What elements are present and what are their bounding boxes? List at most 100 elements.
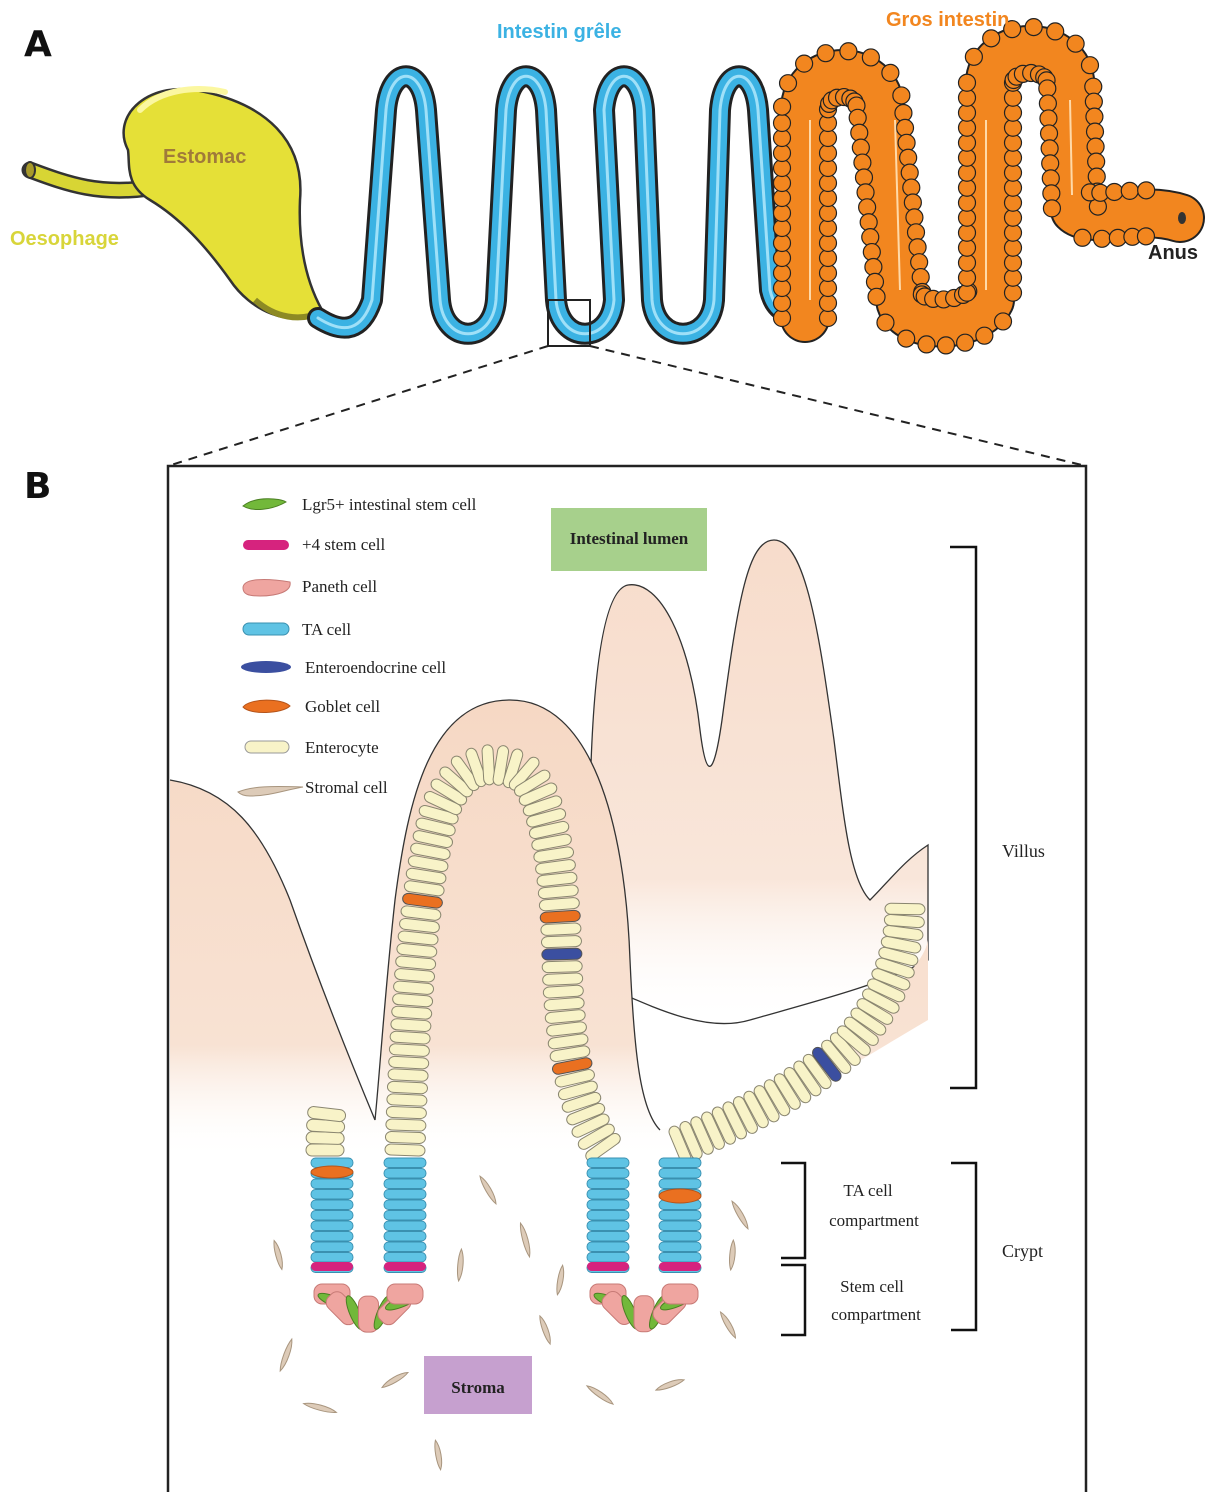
haustrum: [1121, 182, 1138, 199]
ta-cell: [659, 1211, 701, 1221]
stromal-cell: [381, 1370, 410, 1390]
haustrum: [897, 119, 914, 136]
haustrum: [1025, 19, 1042, 36]
legend-item-paneth: Paneth cell: [243, 577, 377, 596]
enterocyte: [542, 961, 582, 973]
haustrum: [851, 124, 868, 141]
paneth-cell: [662, 1284, 698, 1304]
stromal-cell: [478, 1175, 499, 1205]
enterocyte: [306, 1144, 344, 1156]
ta-cell: [311, 1253, 353, 1263]
ta-cell: [659, 1242, 701, 1252]
enterocyte: [391, 1018, 432, 1032]
legend-label-plus4: +4 stem cell: [302, 535, 386, 554]
ta-cell: [384, 1190, 426, 1200]
haustrum: [866, 273, 883, 290]
legend-label-stromal: Stromal cell: [305, 778, 388, 797]
haustrum: [983, 30, 1000, 47]
haustrum: [854, 154, 871, 171]
legend-item-stromal: Stromal cell: [238, 778, 388, 797]
label-estomac: Estomac: [163, 146, 246, 168]
ta-cell: [659, 1158, 701, 1168]
ta-cell: [587, 1232, 629, 1242]
haustrum: [862, 229, 879, 246]
ta-cell: [311, 1211, 353, 1221]
stromal-cell: [538, 1315, 553, 1345]
enterocyte: [386, 1119, 426, 1132]
haustrum: [774, 115, 791, 132]
haustrum: [1106, 183, 1123, 200]
legend-item-plus4: +4 stem cell: [243, 535, 386, 554]
small-intestine-illustration: [318, 76, 805, 334]
background-villi: [590, 540, 928, 1024]
zoom-line-left: [168, 346, 548, 466]
enterocyte: [392, 993, 433, 1007]
enteroendocrine-cell-icon: [241, 661, 291, 673]
ta-cell: [384, 1221, 426, 1231]
stroma-label: Stroma: [451, 1378, 505, 1397]
legend-label-lgr5: Lgr5+ intestinal stem cell: [302, 495, 477, 514]
stromal-cell: [303, 1401, 337, 1415]
enterocyte: [541, 935, 581, 947]
ta-cell: [659, 1253, 701, 1263]
stem-compartment-label-line1: Stem cell: [840, 1277, 904, 1296]
legend-item-goblet: Goblet cell: [243, 697, 380, 716]
enterocyte: [542, 973, 582, 986]
haustrum: [859, 199, 876, 216]
haustrum: [957, 334, 974, 351]
ta-cell: [587, 1211, 629, 1221]
haustrum: [877, 314, 894, 331]
ta-cell: [587, 1190, 629, 1200]
enterocyte: [385, 1131, 425, 1143]
haustrum: [863, 244, 880, 261]
stromal-cell: [586, 1383, 615, 1406]
ta-cell: [659, 1221, 701, 1231]
legend-item-enterocyte: Enterocyte: [245, 738, 379, 757]
goblet-cell-icon: [243, 700, 290, 712]
ta-cell: [659, 1232, 701, 1242]
ta-cell: [659, 1179, 701, 1189]
stromal-cell: [730, 1200, 751, 1230]
ta-cell: [587, 1179, 629, 1189]
enterocyte: [387, 1094, 427, 1107]
stomach-illustration: [124, 89, 322, 318]
haustrum: [1093, 230, 1110, 247]
haustrum: [865, 258, 882, 275]
enterocyte: [884, 914, 925, 928]
lgr5-cell-icon: [243, 499, 286, 510]
haustrum: [918, 336, 935, 353]
haustrum: [855, 169, 872, 186]
crypt-cells: [311, 1158, 701, 1332]
legend-label-goblet: Goblet cell: [305, 697, 380, 716]
ta-cell: [384, 1211, 426, 1221]
enterocyte: [390, 1031, 431, 1044]
ta-cell-icon: [243, 623, 289, 635]
ta-cell: [384, 1158, 426, 1168]
haustrum: [898, 330, 915, 347]
ta-cell: [587, 1158, 629, 1168]
ta-cell: [384, 1200, 426, 1210]
haustrum: [959, 74, 976, 91]
haustrum: [796, 55, 813, 72]
ta-cell: [384, 1242, 426, 1252]
goblet-cell: [540, 910, 581, 923]
lumen-label: Intestinal lumen: [570, 529, 689, 548]
haustrum: [908, 224, 925, 241]
enterocyte: [388, 1056, 429, 1069]
ta-compartment-label-line1: TA cell: [843, 1181, 892, 1200]
plus4-stem-cell: [384, 1262, 426, 1271]
ta-cell: [384, 1169, 426, 1179]
ta-compartment-bracket: [781, 1163, 805, 1258]
enterocyte: [306, 1132, 344, 1145]
haustrum: [1047, 23, 1064, 40]
haustrum: [780, 75, 797, 92]
ta-cell: [384, 1253, 426, 1263]
ta-cell: [587, 1242, 629, 1252]
haustrum: [893, 87, 910, 104]
label-anus: Anus: [1148, 242, 1198, 264]
haustrum: [1138, 182, 1155, 199]
haustrum: [1043, 200, 1060, 217]
haustrum: [976, 327, 993, 344]
haustrum: [840, 43, 857, 60]
